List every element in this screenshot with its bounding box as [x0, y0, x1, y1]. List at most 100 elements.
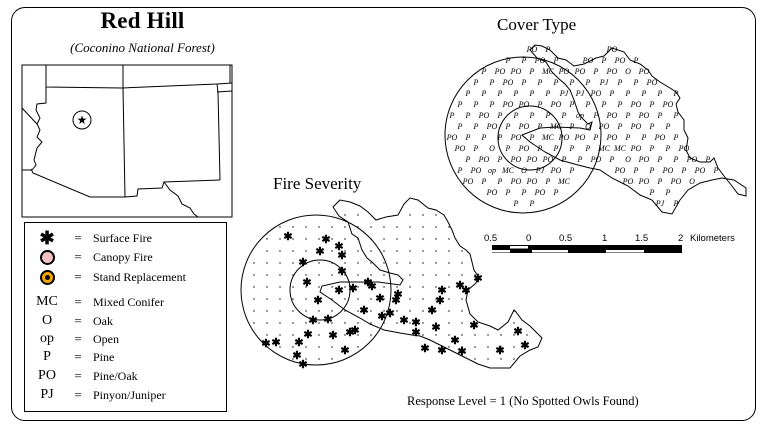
- cover-type-label: PJ: [599, 78, 609, 87]
- surface-fire-asterisk-icon: ✱: [303, 329, 312, 341]
- stipple-dot: [409, 310, 411, 312]
- stipple-dot: [292, 322, 294, 324]
- p-symbol: P: [43, 349, 51, 364]
- cover-type-label: PO: [606, 133, 618, 142]
- cover-outer-buffer: [444, 56, 602, 214]
- stipple-dot: [344, 346, 346, 348]
- stipple-dot: [279, 226, 281, 228]
- cover-type-label: P: [545, 177, 551, 186]
- stipple-dot: [396, 322, 398, 324]
- stipple-dot: [513, 322, 515, 324]
- stipple-dot: [435, 334, 437, 336]
- surface-fire-asterisk-icon: ✱: [457, 346, 466, 358]
- cover-type-label: P: [673, 155, 679, 164]
- surface-fire-asterisk-icon: ✱: [461, 285, 470, 297]
- stipple-dot: [513, 310, 515, 312]
- stipple-dot: [461, 298, 463, 300]
- stipple-dot: [487, 346, 489, 348]
- cover-type-label: MC: [549, 122, 563, 131]
- stipple-dot: [357, 262, 359, 264]
- stipple-dot: [279, 298, 281, 300]
- po-symbol: PO: [38, 368, 56, 383]
- cover-type-label: PO: [526, 155, 538, 164]
- stipple-dot: [331, 334, 333, 336]
- cover-type-label: P: [633, 56, 639, 65]
- cover-type-label: P: [625, 89, 631, 98]
- cover-type-label: P: [609, 155, 615, 164]
- surface-fire-asterisk-icon: ✱: [455, 280, 464, 292]
- stipple-dot: [344, 262, 346, 264]
- cover-type-label: PO: [518, 144, 530, 153]
- stipple-dot: [435, 286, 437, 288]
- stipple-dot: [526, 334, 528, 336]
- surface-fire-asterisk-icon: ✱: [294, 337, 303, 349]
- stipple-dot: [370, 334, 372, 336]
- asterisk-icon: ✱: [39, 227, 55, 248]
- stipple-dot: [318, 238, 320, 240]
- scale-tick-label: 0.5: [484, 233, 498, 244]
- stipple-dot: [409, 238, 411, 240]
- stipple-dot: [370, 298, 372, 300]
- stipple-dot: [370, 322, 372, 324]
- stipple-dot: [253, 274, 255, 276]
- stipple-dot: [435, 262, 437, 264]
- stipple-dot: [370, 226, 372, 228]
- stipple-dot: [279, 346, 281, 348]
- pj-symbol: PJ: [40, 387, 54, 402]
- cover-type-label: P: [449, 111, 455, 120]
- surface-fire-asterisk-icon: ✱: [420, 343, 429, 355]
- stipple-dot: [292, 298, 294, 300]
- stipple-dot: [461, 310, 463, 312]
- cover-type-title: Cover Type: [497, 15, 577, 34]
- stipple-dot: [461, 346, 463, 348]
- cover-type-label: P: [625, 111, 631, 120]
- cover-type-label: P: [569, 122, 575, 131]
- legend-label: Mixed Conifer: [93, 294, 164, 309]
- stipple-dot: [344, 250, 346, 252]
- state-border-az-west: [31, 87, 47, 171]
- cover-type-label: P: [529, 199, 535, 208]
- cover-type-label: PO: [454, 144, 466, 153]
- legend-item-stand-replacement: = Stand Replacement: [25, 268, 186, 286]
- stipple-dot: [253, 298, 255, 300]
- cover-type-label: P: [529, 111, 535, 120]
- stipple-dot: [513, 358, 515, 360]
- cover-type-label: P: [513, 199, 519, 208]
- stipple-dot: [370, 262, 372, 264]
- stipple-dot: [266, 274, 268, 276]
- stipple-dot: [331, 322, 333, 324]
- cover-type-label: PO: [470, 166, 482, 175]
- stipple-dot: [383, 286, 385, 288]
- stipple-dot: [409, 298, 411, 300]
- cover-type-label: PO: [582, 56, 594, 65]
- cover-type-label: PO: [558, 67, 570, 76]
- cover-type-label: PO: [550, 166, 562, 175]
- stipple-dot: [383, 226, 385, 228]
- surface-fire-asterisk-icon: ✱: [308, 315, 317, 327]
- stipple-dot: [357, 274, 359, 276]
- cover-type-label: P: [505, 188, 511, 197]
- surface-fire-asterisk-icon: ✱: [411, 327, 420, 339]
- cover-type-label: P: [649, 188, 655, 197]
- cover-type-label: P: [545, 89, 551, 98]
- cover-type-label: P: [553, 144, 559, 153]
- cover-type-label: op: [576, 111, 584, 120]
- legend-item-open: op = Open: [25, 330, 119, 348]
- cover-type-label: P: [529, 89, 535, 98]
- stipple-dot: [266, 298, 268, 300]
- stipple-dot: [461, 286, 463, 288]
- cover-type-label: P: [617, 100, 623, 109]
- cover-type-label: P: [657, 111, 663, 120]
- stipple-dot: [253, 286, 255, 288]
- stipple-dot: [409, 250, 411, 252]
- stipple-dot: [318, 358, 320, 360]
- cover-type-label: P: [497, 111, 503, 120]
- cover-type-label: P: [649, 122, 655, 131]
- cover-type-label: P: [657, 155, 663, 164]
- stipple-dot: [435, 322, 437, 324]
- cover-type-label: MC: [597, 144, 611, 153]
- cover-type-label: PO: [518, 122, 530, 131]
- surface-fire-asterisk-icon: ✱: [261, 338, 270, 350]
- stipple-dot: [422, 214, 424, 216]
